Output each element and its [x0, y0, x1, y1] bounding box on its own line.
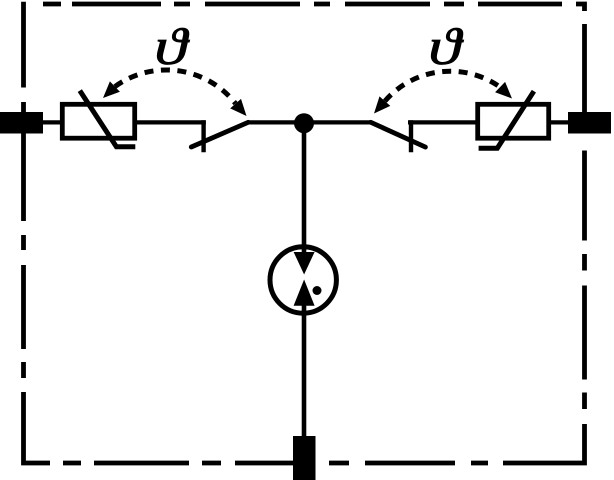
svg-text:ϑ: ϑ [154, 18, 190, 75]
svg-text:ϑ: ϑ [428, 18, 464, 75]
